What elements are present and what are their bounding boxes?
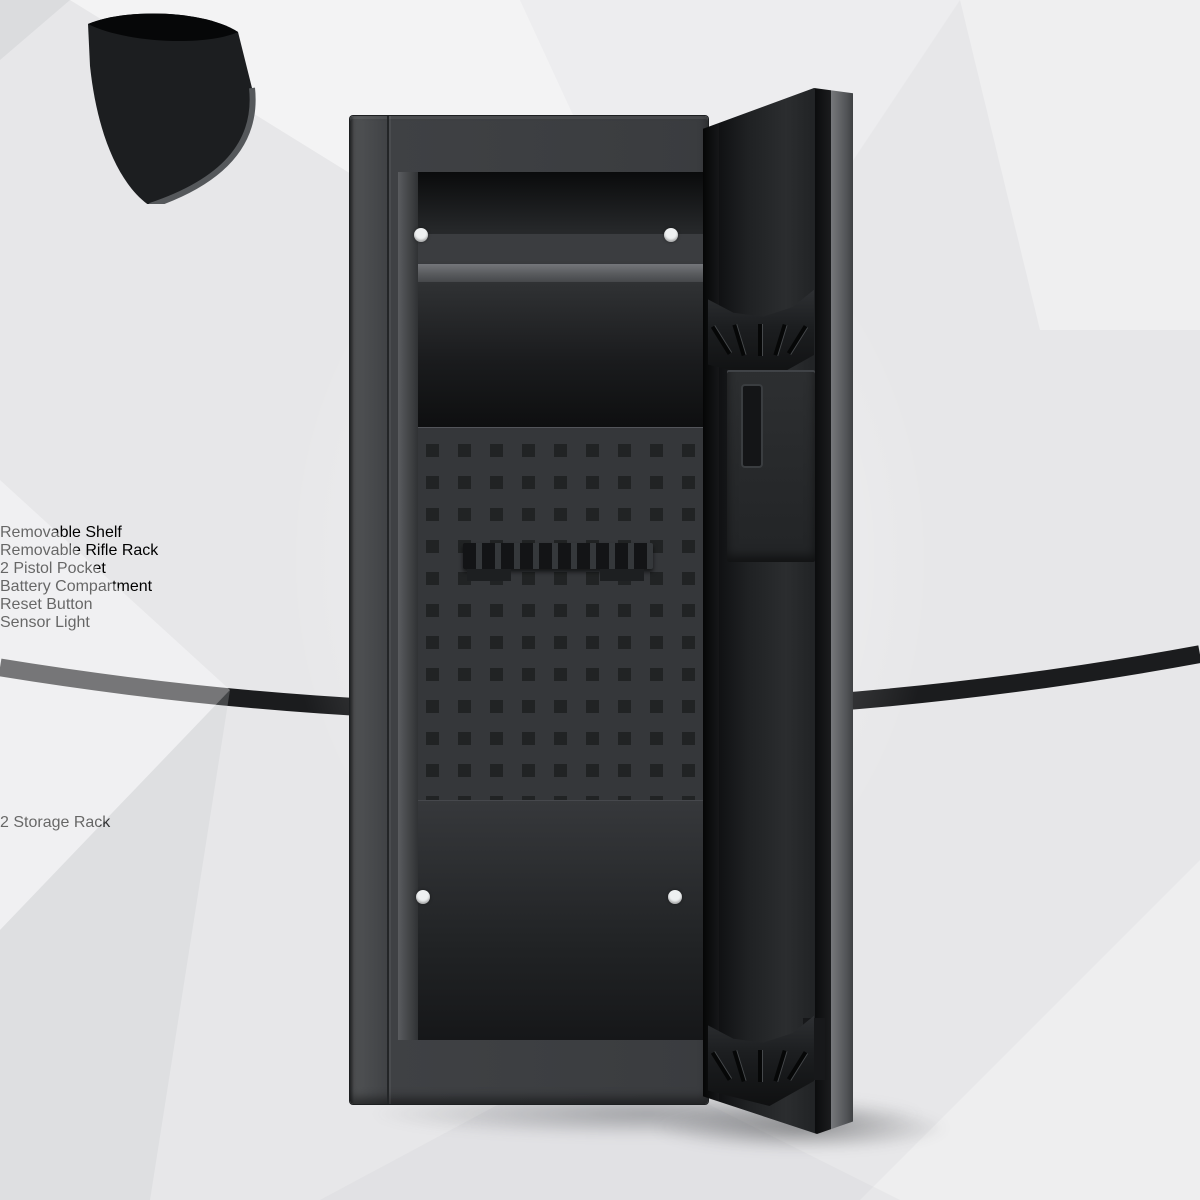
battery-latch-recess [741, 384, 763, 468]
safe-door [703, 88, 853, 1134]
door-battery-compartment [727, 370, 815, 562]
door-inner-face [719, 88, 815, 1134]
callout-reset-button: Reset Button [0, 596, 1200, 614]
rifle-rack-tab [467, 569, 511, 581]
callout-battery-compartment: Battery Compartment [0, 578, 1200, 596]
label-storage-rack: 2 Storage Rack [0, 814, 111, 832]
pocket-edge-highlight [149, 87, 256, 204]
label-reset-button: Reset Button [0, 596, 93, 613]
mounting-hole [414, 228, 428, 242]
shelf-back-panel [398, 234, 706, 264]
rack-slot [757, 1050, 763, 1083]
rack-slot [757, 324, 763, 357]
safe-body [350, 116, 708, 1104]
callout-sensor-light: Sensor Light [0, 614, 1200, 632]
pocket-body [88, 13, 253, 204]
mounting-hole [668, 890, 682, 904]
lower-back-panel [398, 800, 706, 1040]
mounting-hole [664, 228, 678, 242]
door-outer-side [831, 88, 853, 1134]
removable-shelf [398, 264, 706, 282]
callout-pistol-pocket: 2 Pistol Pocket [0, 13, 1200, 578]
label-pistol-pocket: 2 Pistol Pocket [0, 560, 106, 577]
mounting-hole [416, 890, 430, 904]
rifle-rack [463, 543, 653, 569]
pistol-pocket-shape [88, 13, 256, 204]
label-removable-shelf: Removable Shelf [0, 524, 122, 541]
label-sensor-light: Sensor Light [0, 614, 90, 631]
door-storage-rack-bottom [708, 1010, 814, 1106]
rifle-rack-tab [600, 569, 644, 581]
door-hinge-gap [703, 88, 719, 1134]
label-battery-compartment: Battery Compartment [0, 578, 153, 595]
interior-left-bevel [398, 172, 418, 1040]
interior-top-shadow [398, 172, 706, 234]
safe-interior [398, 172, 706, 1040]
label-removable-rifle-rack: Removable Rifle Rack [0, 542, 159, 559]
under-shelf-space [398, 282, 706, 427]
door-storage-rack-top [708, 284, 814, 380]
pegboard-panel [406, 427, 706, 800]
door-edge [815, 88, 831, 1134]
frame-seam [387, 116, 389, 1104]
callout-removable-shelf: Removable Shelf [0, 524, 1200, 542]
pocket-opening [88, 13, 238, 42]
callout-removable-rifle-rack: Removable Rifle Rack [0, 542, 1200, 560]
